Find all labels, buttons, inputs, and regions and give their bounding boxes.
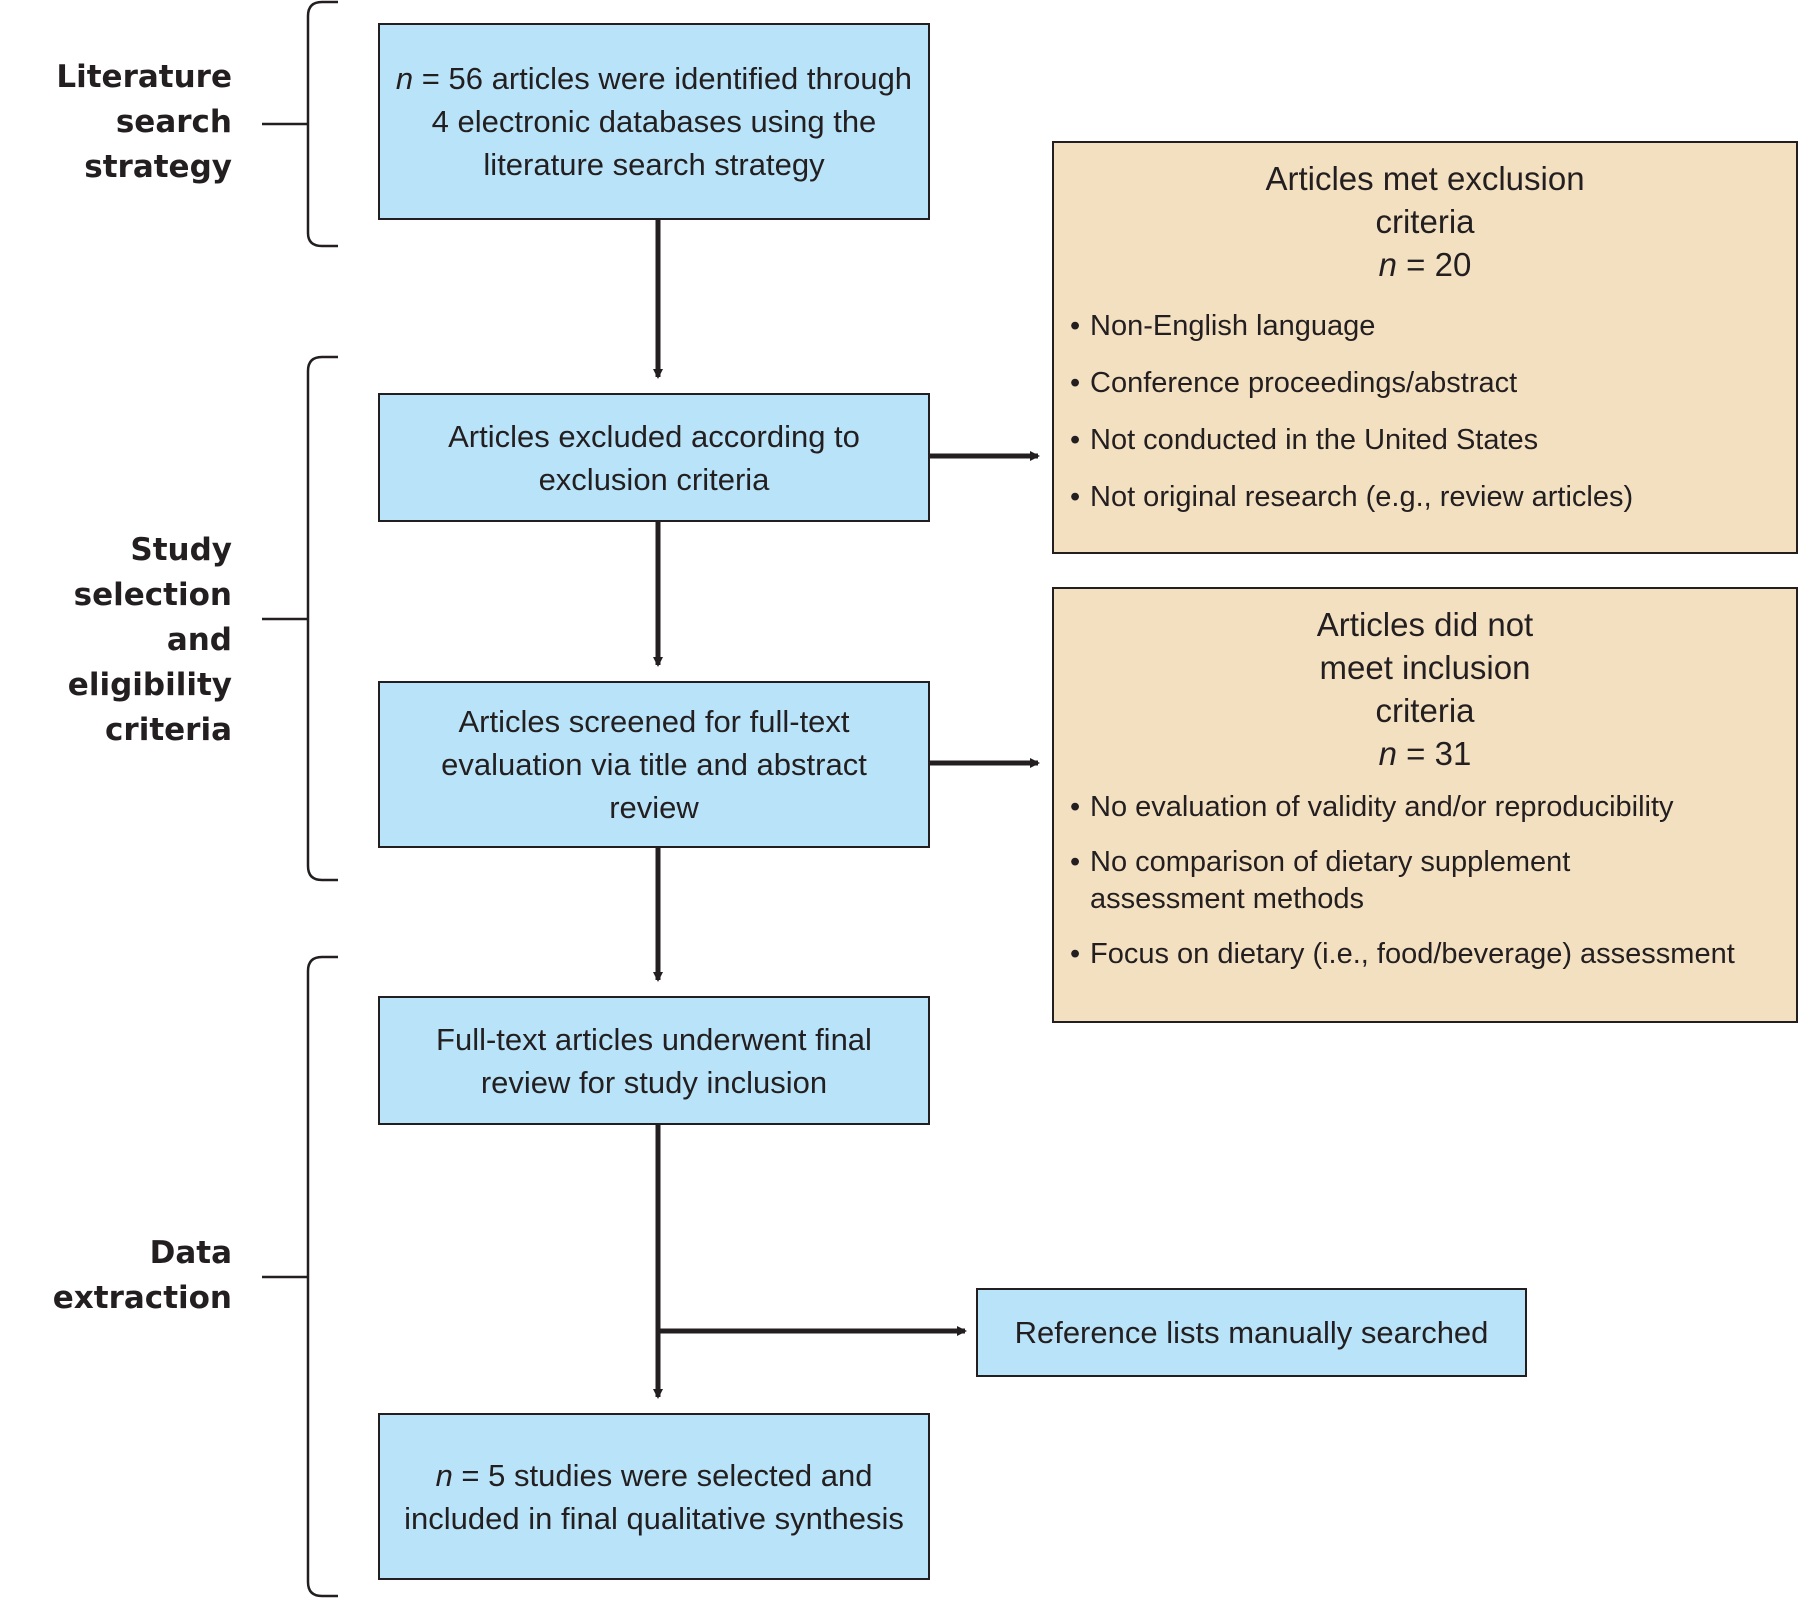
stage-label-literature-search: Literature search strategy <box>56 59 232 185</box>
box-screened-text: Articles screened for full-text evaluati… <box>441 704 867 825</box>
list-item: Non-English language <box>1068 308 1782 345</box>
box-identified-text: n = 56 articles were identified through … <box>394 57 914 186</box>
box-reference-lists: Reference lists manually searched <box>976 1288 1527 1377</box>
bracket-literature-search <box>306 0 338 248</box>
exclusion-count-value: = 20 <box>1397 246 1472 283</box>
stage-label-data-extraction: Data extraction <box>52 1235 232 1316</box>
list-item: No comparison of dietary supplement asse… <box>1068 844 1782 918</box>
n-symbol: n <box>1378 246 1398 283</box>
inclusion-criteria-list: No evaluation of validity and/or reprodu… <box>1068 789 1782 973</box>
box-selected-body: = 5 studies were selected and included i… <box>404 1457 904 1536</box>
exclusion-panel-count: n = 20 <box>1068 243 1782 286</box>
box-identified-body: = 56 articles were identified through 4 … <box>413 61 913 182</box>
box-screened: Articles screened for full-text evaluati… <box>378 681 930 848</box>
box-reference-lists-text: Reference lists manually searched <box>1014 1315 1489 1350</box>
list-item: Not original research (e.g., review arti… <box>1068 479 1782 516</box>
list-item: Focus on dietary (i.e., food/beverage) a… <box>1068 936 1782 973</box>
bracket-study-selection <box>306 355 338 882</box>
n-symbol: n <box>435 1457 453 1493</box>
box-identified: n = 56 articles were identified through … <box>378 23 930 220</box>
list-item: Conference proceedings/abstract <box>1068 365 1782 402</box>
box-excluded-text: Articles excluded according to exclusion… <box>448 418 860 497</box>
list-item: Not conducted in the United States <box>1068 422 1782 459</box>
exclusion-criteria-panel: Articles met exclusion criteria n = 20 N… <box>1052 141 1798 554</box>
exclusion-panel-title: Articles met exclusion criteria <box>1265 160 1585 240</box>
n-symbol: n <box>395 61 414 96</box>
box-selected-text: n = 5 studies were selected and included… <box>394 1454 914 1540</box>
list-item: No evaluation of validity and/or reprodu… <box>1068 789 1782 826</box>
stage-label-study-selection: Study selection and eligibility criteria <box>67 532 232 748</box>
inclusion-panel-title: Articles did not meet inclusion criteria <box>1316 606 1534 729</box>
n-symbol: n <box>1378 735 1398 772</box>
box-selected: n = 5 studies were selected and included… <box>378 1413 930 1580</box>
exclusion-criteria-list: Non-English language Conference proceedi… <box>1068 308 1782 516</box>
box-excluded: Articles excluded according to exclusion… <box>378 393 930 522</box>
inclusion-criteria-panel: Articles did not meet inclusion criteria… <box>1052 587 1798 1023</box>
inclusion-panel-count: n = 31 <box>1068 732 1782 775</box>
inclusion-count-value: = 31 <box>1397 735 1472 772</box>
box-final-review-text: Full-text articles underwent final revie… <box>436 1021 872 1100</box>
box-final-review: Full-text articles underwent final revie… <box>378 996 930 1125</box>
bracket-data-extraction <box>306 955 338 1598</box>
